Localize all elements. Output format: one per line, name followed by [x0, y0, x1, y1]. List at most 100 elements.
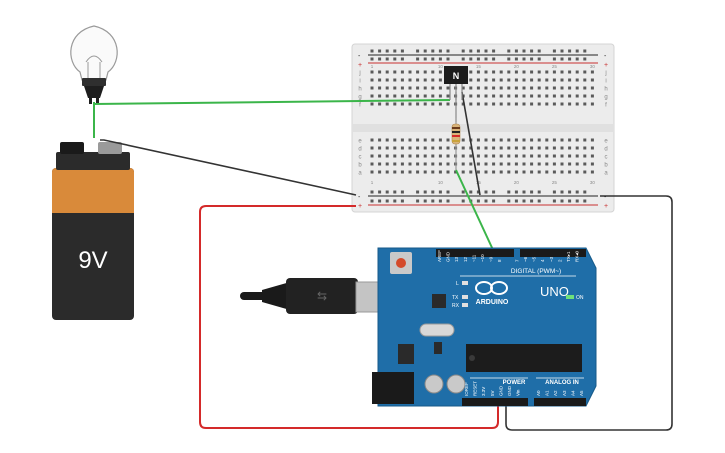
breadboard-hole[interactable] [484, 86, 488, 90]
breadboard-hole[interactable] [537, 78, 541, 82]
breadboard-hole[interactable] [484, 70, 488, 74]
rail-hole[interactable] [552, 199, 556, 203]
breadboard-hole[interactable] [476, 170, 480, 174]
breadboard-hole[interactable] [393, 102, 397, 106]
breadboard-hole[interactable] [583, 86, 587, 90]
breadboard-hole[interactable] [385, 146, 389, 150]
breadboard-hole[interactable] [522, 162, 526, 166]
breadboard-hole[interactable] [438, 146, 442, 150]
breadboard-hole[interactable] [514, 70, 518, 74]
breadboard-hole[interactable] [537, 146, 541, 150]
breadboard-hole[interactable] [560, 162, 564, 166]
breadboard-hole[interactable] [583, 102, 587, 106]
breadboard-hole[interactable] [545, 138, 549, 142]
rail-hole[interactable] [560, 199, 564, 203]
breadboard-hole[interactable] [507, 70, 511, 74]
rail-hole[interactable] [461, 49, 465, 53]
breadboard-hole[interactable] [438, 170, 442, 174]
breadboard-hole[interactable] [499, 138, 503, 142]
breadboard-hole[interactable] [400, 86, 404, 90]
breadboard-hole[interactable] [416, 170, 420, 174]
breadboard-hole[interactable] [552, 138, 556, 142]
breadboard-hole[interactable] [499, 162, 503, 166]
breadboard-hole[interactable] [568, 138, 572, 142]
breadboard-hole[interactable] [469, 94, 473, 98]
breadboard-hole[interactable] [400, 94, 404, 98]
breadboard-hole[interactable] [370, 138, 374, 142]
breadboard-hole[interactable] [537, 86, 541, 90]
rail-hole[interactable] [537, 199, 541, 203]
rail-hole[interactable] [507, 190, 511, 194]
breadboard-hole[interactable] [423, 70, 427, 74]
breadboard-hole[interactable] [408, 170, 412, 174]
breadboard-hole[interactable] [416, 146, 420, 150]
breadboard-hole[interactable] [461, 102, 465, 106]
battery-9v[interactable]: 9V [52, 142, 134, 320]
breadboard-hole[interactable] [408, 138, 412, 142]
battery-terminal-negative[interactable] [60, 142, 84, 154]
rail-hole[interactable] [575, 199, 579, 203]
breadboard-hole[interactable] [484, 154, 488, 158]
rail-hole[interactable] [560, 190, 564, 194]
rail-hole[interactable] [431, 49, 435, 53]
breadboard-hole[interactable] [514, 78, 518, 82]
rail-hole[interactable] [370, 49, 374, 53]
breadboard-hole[interactable] [545, 162, 549, 166]
breadboard-hole[interactable] [507, 86, 511, 90]
breadboard-hole[interactable] [568, 146, 572, 150]
breadboard-hole[interactable] [378, 162, 382, 166]
breadboard-hole[interactable] [545, 154, 549, 158]
breadboard-hole[interactable] [393, 154, 397, 158]
breadboard-hole[interactable] [530, 154, 534, 158]
breadboard-hole[interactable] [514, 102, 518, 106]
breadboard-hole[interactable] [590, 94, 594, 98]
rail-hole[interactable] [385, 49, 389, 53]
breadboard-hole[interactable] [590, 154, 594, 158]
breadboard-hole[interactable] [590, 138, 594, 142]
breadboard-hole[interactable] [530, 86, 534, 90]
rail-hole[interactable] [575, 190, 579, 194]
breadboard-hole[interactable] [545, 170, 549, 174]
breadboard-hole[interactable] [431, 78, 435, 82]
breadboard-hole[interactable] [393, 94, 397, 98]
breadboard-hole[interactable] [416, 78, 420, 82]
rail-hole[interactable] [431, 190, 435, 194]
wire-green-resistor-pin[interactable] [455, 169, 495, 253]
breadboard-hole[interactable] [522, 146, 526, 150]
breadboard-hole[interactable] [431, 86, 435, 90]
breadboard-hole[interactable] [537, 138, 541, 142]
breadboard-hole[interactable] [507, 78, 511, 82]
breadboard-hole[interactable] [507, 170, 511, 174]
breadboard-hole[interactable] [393, 86, 397, 90]
breadboard-hole[interactable] [507, 154, 511, 158]
breadboard-hole[interactable] [560, 94, 564, 98]
breadboard-hole[interactable] [545, 86, 549, 90]
breadboard-hole[interactable] [484, 170, 488, 174]
breadboard-hole[interactable] [461, 138, 465, 142]
breadboard-hole[interactable] [575, 70, 579, 74]
breadboard-hole[interactable] [492, 146, 496, 150]
rail-hole[interactable] [400, 49, 404, 53]
breadboard-hole[interactable] [492, 102, 496, 106]
breadboard-hole[interactable] [514, 86, 518, 90]
breadboard-hole[interactable] [378, 146, 382, 150]
breadboard-hole[interactable] [370, 70, 374, 74]
breadboard-hole[interactable] [492, 70, 496, 74]
breadboard-hole[interactable] [416, 94, 420, 98]
breadboard-hole[interactable] [476, 162, 480, 166]
breadboard-hole[interactable] [469, 102, 473, 106]
breadboard-hole[interactable] [575, 138, 579, 142]
breadboard-hole[interactable] [545, 78, 549, 82]
breadboard-hole[interactable] [469, 146, 473, 150]
breadboard-hole[interactable] [552, 86, 556, 90]
rail-hole[interactable] [378, 199, 382, 203]
transistor[interactable]: N [444, 66, 468, 100]
breadboard-hole[interactable] [530, 162, 534, 166]
breadboard-hole[interactable] [378, 154, 382, 158]
rail-hole[interactable] [431, 57, 435, 61]
rail-hole[interactable] [469, 49, 473, 53]
rail-hole[interactable] [476, 49, 480, 53]
breadboard-hole[interactable] [507, 138, 511, 142]
breadboard-hole[interactable] [385, 78, 389, 82]
breadboard-hole[interactable] [499, 78, 503, 82]
